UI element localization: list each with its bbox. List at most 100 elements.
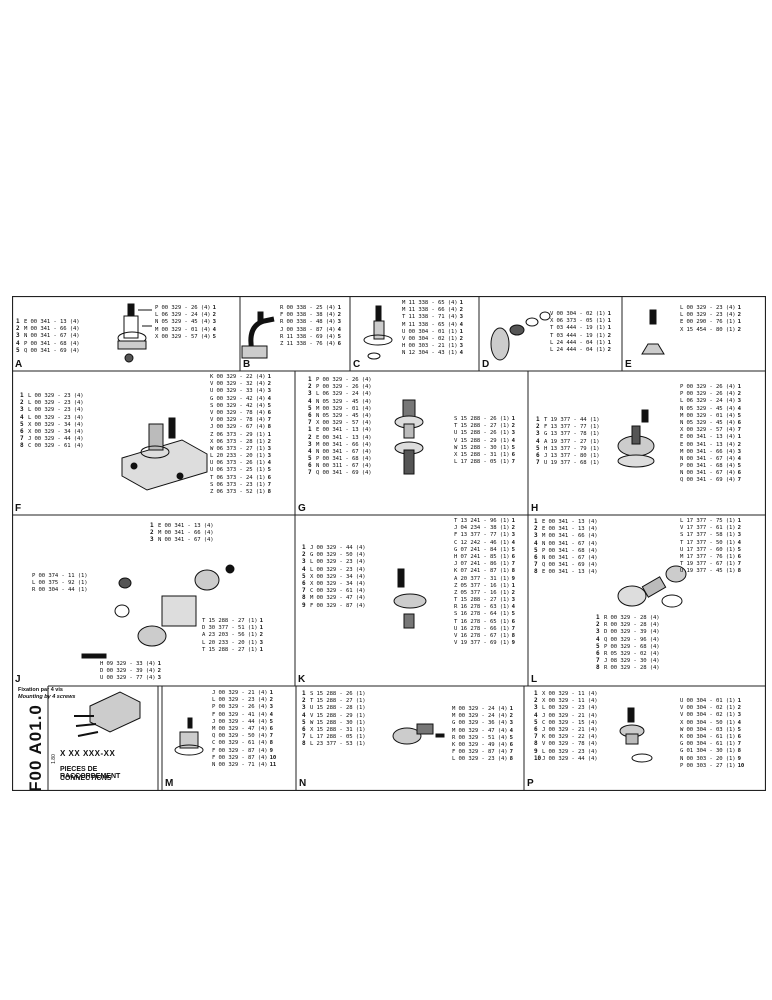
part-row: P 00 329 - 26 (4)3 bbox=[212, 704, 276, 711]
part-number: Z 06 373 - 29 (1) bbox=[210, 431, 266, 438]
item-index: 5 bbox=[596, 642, 600, 650]
part-row: G 00 329 - 36 (4)3 bbox=[452, 720, 513, 727]
part-row: M 11 338 - 66 (4)2 bbox=[402, 307, 463, 314]
item-index: 1 bbox=[511, 518, 515, 524]
part-number: M 00 329 - 47 (4) bbox=[212, 725, 268, 732]
part-row: L 24 444 - 04 (1)2 bbox=[550, 347, 611, 354]
item-index: 1 bbox=[536, 416, 540, 423]
item-index: 7 bbox=[536, 459, 540, 467]
part-row: S 06 373 - 23 (1)7 bbox=[210, 482, 271, 489]
part-number: T 15 288 - 27 (1) bbox=[202, 646, 258, 653]
item-index: 2 bbox=[267, 381, 271, 388]
part-row: T 17 377 - 50 (1)4 bbox=[680, 540, 741, 547]
part-number: U 15 288 - 28 (1) bbox=[310, 705, 366, 712]
part-number: Z 05 377 - 16 (1) bbox=[454, 582, 510, 589]
part-row: U 00 304 - 01 (1)1 bbox=[680, 698, 744, 705]
item-index: 5 bbox=[337, 333, 341, 340]
part-number: G 07 241 - 84 (1) bbox=[454, 546, 510, 553]
part-number: X 15 288 - 31 (1) bbox=[454, 451, 510, 458]
item-index: 1 bbox=[459, 328, 463, 335]
drawing-fixation bbox=[74, 691, 141, 737]
part-number: C 12 242 - 46 (1) bbox=[454, 539, 510, 546]
item-index: 8 bbox=[267, 489, 271, 495]
part-number: L 00 329 - 23 (4) bbox=[28, 414, 84, 421]
part-number: P 00 329 - 26 (4) bbox=[155, 305, 211, 311]
part-row: H 00 303 - 21 (1)3 bbox=[402, 343, 463, 350]
part-number: U 06 373 - 26 (1) bbox=[210, 460, 266, 467]
part-number: J 00 329 - 44 (4) bbox=[542, 755, 598, 762]
part-number: F 00 329 - 87 (4) bbox=[212, 747, 268, 754]
item-index: 5 bbox=[509, 734, 513, 741]
part-number: E 00 341 - 13 (4) bbox=[680, 434, 736, 441]
item-index: 6 bbox=[534, 553, 538, 561]
item-index: 7 bbox=[267, 481, 271, 488]
item-index: 7 bbox=[302, 587, 306, 595]
part-row: J 00 338 - 87 (4)4 bbox=[280, 327, 341, 334]
part-number: S 15 288 - 26 (1) bbox=[310, 691, 366, 697]
item-index: 4 bbox=[16, 339, 20, 347]
fixation-fr: Fixation par 4 vis bbox=[18, 687, 63, 693]
part-number: F 13 377 - 77 (1) bbox=[544, 424, 600, 431]
part-row: P 00 329 - 26 (4)1 bbox=[155, 305, 216, 312]
item-index: 1 bbox=[212, 305, 216, 311]
part-number: J 00 329 - 44 (4) bbox=[28, 436, 84, 443]
item-index: 6 bbox=[267, 474, 271, 481]
item-index: 3 bbox=[267, 445, 271, 452]
item-index: 9 bbox=[737, 755, 741, 762]
item-index: 5 bbox=[302, 718, 306, 726]
part-number: G 00 329 - 50 (4) bbox=[310, 552, 366, 559]
item-index: 7 bbox=[269, 733, 273, 740]
part-row: U 06 373 - 25 (1)5 bbox=[210, 467, 271, 474]
part-number: P 00 329 - 26 (4) bbox=[680, 384, 736, 390]
panel-label-b: B bbox=[243, 359, 251, 370]
drawing-f bbox=[121, 417, 208, 491]
part-row: T 15 288 - 27 (1)2 bbox=[454, 423, 515, 430]
item-index: 5 bbox=[737, 463, 741, 470]
item-index: 6 bbox=[596, 649, 600, 657]
part-row: A 20 377 - 31 (1)9 bbox=[454, 576, 515, 583]
part-number: V 17 377 - 61 (1) bbox=[680, 525, 736, 532]
part-row: M 00 329 - 01 (4)5 bbox=[680, 413, 741, 420]
item-index: 1 bbox=[302, 690, 306, 697]
part-number: C 00 329 - 61 (4) bbox=[212, 740, 268, 747]
part-number: F 13 377 - 77 (1) bbox=[454, 532, 510, 539]
item-index: 4 bbox=[737, 405, 741, 412]
item-index: 4 bbox=[459, 350, 463, 357]
part-number: J 07 241 - 86 (1) bbox=[454, 561, 510, 568]
part-row: F 00 338 - 38 (4)2 bbox=[280, 312, 341, 319]
item-index: 3 bbox=[511, 532, 515, 539]
part-number: V 00 304 - 02 (1) bbox=[402, 335, 458, 342]
item-index: 2 bbox=[607, 346, 611, 353]
part-number: L 00 329 - 23 (4) bbox=[28, 393, 84, 399]
part-number: V 15 288 - 29 (1) bbox=[454, 437, 510, 444]
part-row: M 00 329 - 24 (4)2 bbox=[452, 713, 513, 720]
item-index: 7 bbox=[267, 417, 271, 424]
item-index: 2 bbox=[607, 332, 611, 339]
item-index: 4 bbox=[269, 711, 273, 718]
part-number: H 13 377 - 79 (1) bbox=[544, 445, 600, 452]
part-number: M 00 329 - 01 (4) bbox=[680, 412, 736, 419]
part-number: Q 00 341 - 69 (4) bbox=[542, 562, 598, 569]
item-index: 1 bbox=[737, 698, 741, 704]
title-block: X XX XXX-XX 1.80 PIECES DE RACCORDEMENT … bbox=[46, 742, 158, 792]
part-number: G 01 304 - 30 (1) bbox=[680, 748, 736, 755]
part-row: U 00 329 - 33 (4)3 bbox=[210, 388, 271, 395]
part-row: L 20 233 - 20 (1)3 bbox=[210, 453, 271, 460]
part-number: V 19 377 - 69 (1) bbox=[454, 640, 510, 647]
item-index: 4 bbox=[737, 719, 741, 726]
part-number: Z 05 377 - 16 (1) bbox=[454, 589, 510, 596]
part-number: Z 06 373 - 52 (1) bbox=[210, 489, 266, 495]
